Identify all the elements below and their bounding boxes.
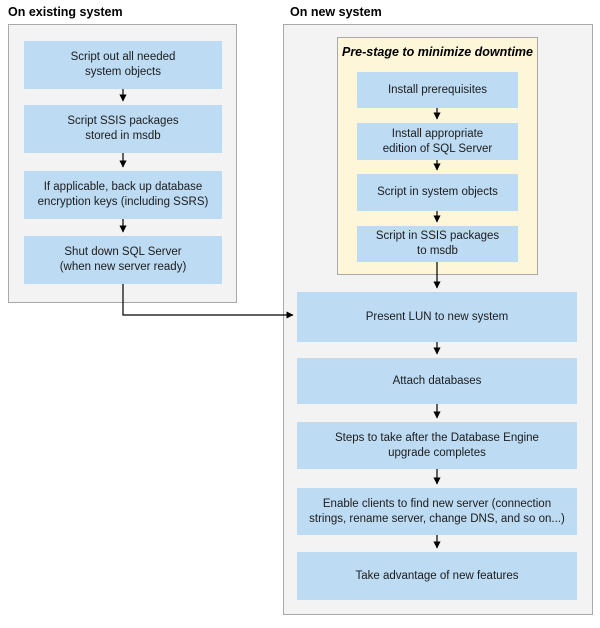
step-present-lun: Present LUN to new system xyxy=(297,292,577,342)
step-after-upgrade-completes: Steps to take after the Database Engine … xyxy=(297,422,577,469)
new-system-header: On new system xyxy=(290,5,382,19)
prestage-title: Pre-stage to minimize downtime xyxy=(341,45,533,59)
step-install-prerequisites: Install prerequisites xyxy=(357,72,518,108)
step-script-ssis-packages: Script SSIS packages stored in msdb xyxy=(24,105,222,153)
step-script-out-system-objects: Script out all needed system objects xyxy=(24,41,222,89)
step-backup-encryption-keys: If applicable, back up database encrypti… xyxy=(24,171,222,219)
step-attach-databases: Attach databases xyxy=(297,358,577,404)
step-install-sql-server-edition: Install appropriate edition of SQL Serve… xyxy=(357,123,518,160)
step-shut-down-sql-server: Shut down SQL Server (when new server re… xyxy=(24,236,222,284)
step-enable-clients-find-server: Enable clients to find new server (conne… xyxy=(297,488,577,535)
step-script-in-system-objects: Script in system objects xyxy=(357,174,518,211)
step-take-advantage-new-features: Take advantage of new features xyxy=(297,552,577,600)
existing-system-header: On existing system xyxy=(8,5,123,19)
step-script-in-ssis-packages: Script in SSIS packages to msdb xyxy=(357,226,518,262)
